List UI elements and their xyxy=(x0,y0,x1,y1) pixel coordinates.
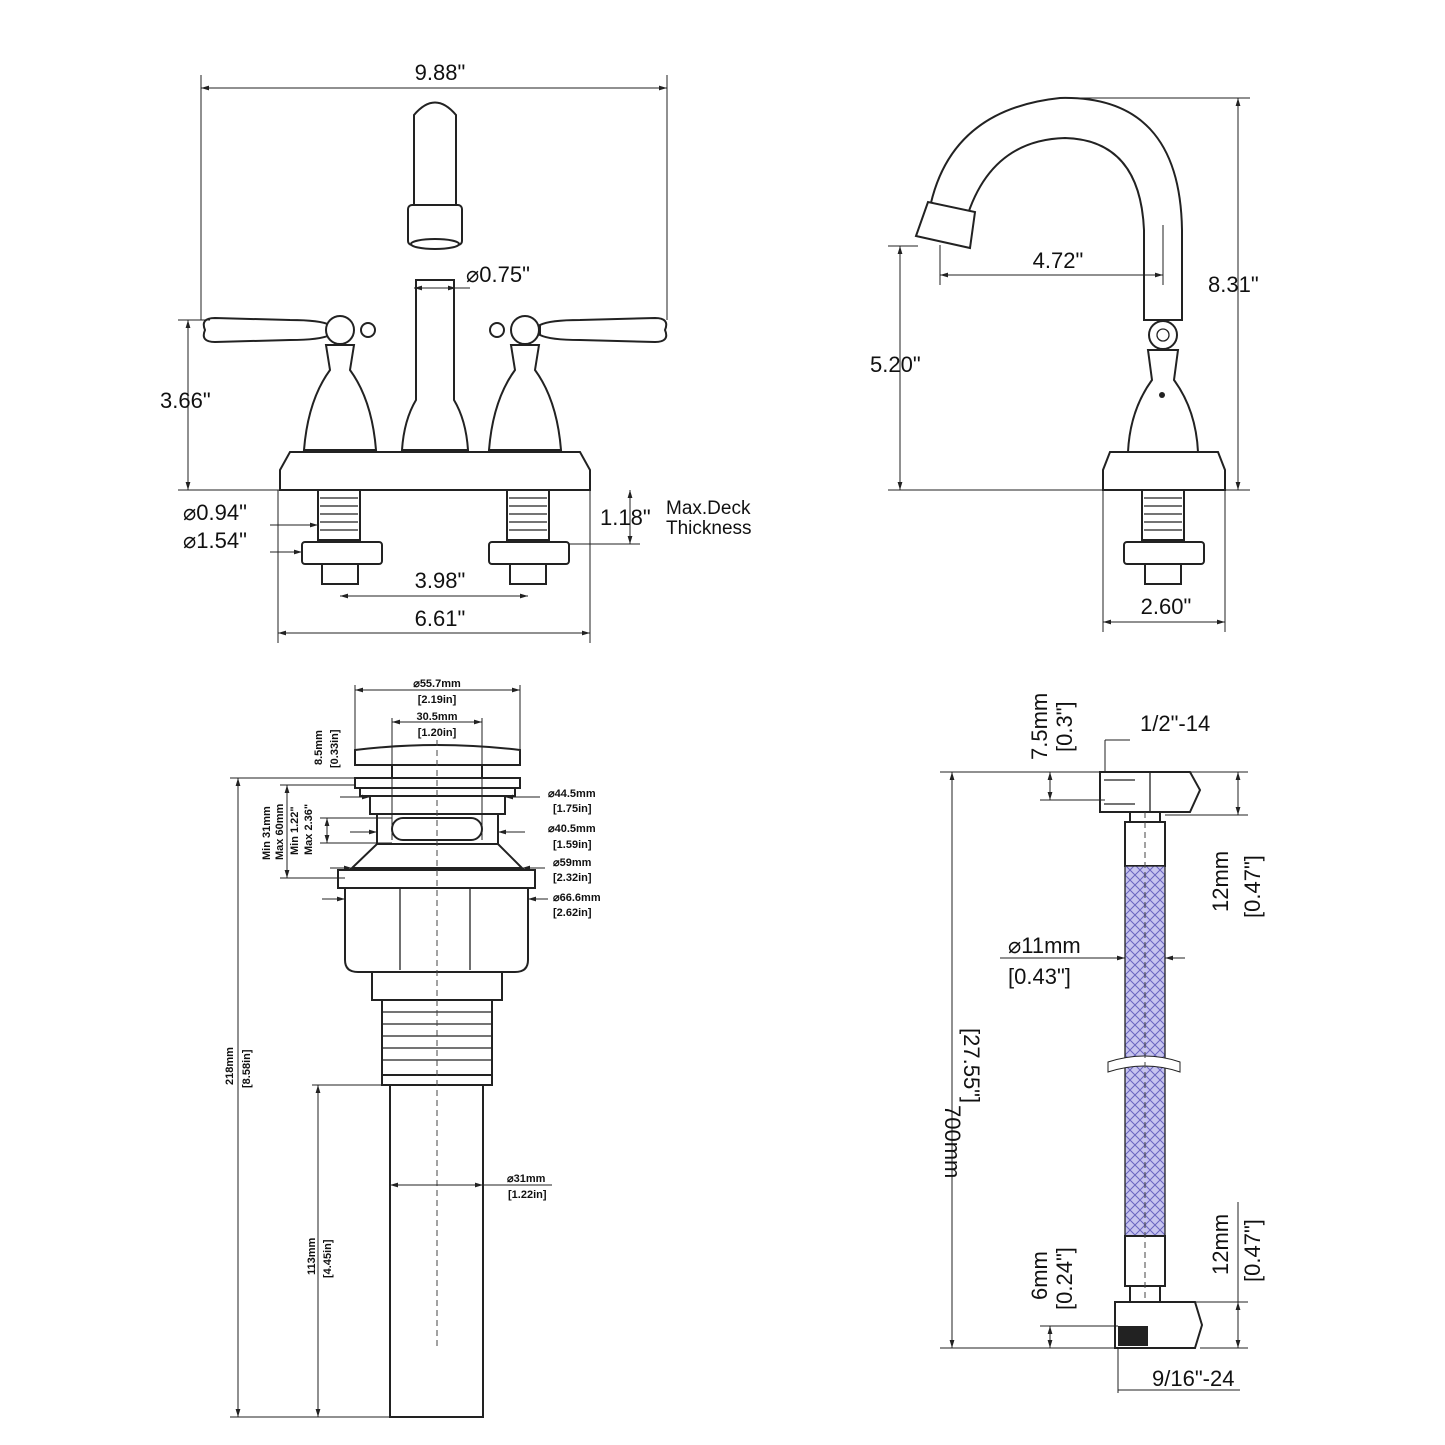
d1-in-label: [1.75in] xyxy=(553,803,592,815)
gooseneck-spout xyxy=(926,96,1183,321)
deck-thickness-label: 1.18" xyxy=(600,505,651,530)
d3-in-label: [2.32in] xyxy=(553,872,592,884)
spout-reach-label: 4.72" xyxy=(1033,248,1084,273)
d2-in-label: [1.59in] xyxy=(553,839,592,851)
deck-thickness-caption-2: Thickness xyxy=(666,518,752,539)
hose-length-label: 700mm xyxy=(940,1105,965,1178)
d1-label: ⌀44.5mm xyxy=(548,788,596,800)
braided-hose xyxy=(1124,865,1166,1237)
d4-in-label: [2.62in] xyxy=(553,907,592,919)
base-depth-label: 2.60" xyxy=(1141,594,1192,619)
top-ferrule-in-label: [0.47"] xyxy=(1240,855,1265,918)
hose-diameter-label: ⌀11mm xyxy=(1008,933,1081,958)
range-max-in: Max 2.36" xyxy=(303,804,315,855)
hose-length-in-label: [27.55"] xyxy=(959,1028,984,1103)
d2-label: ⌀40.5mm xyxy=(548,823,596,835)
bottom-nut-label: 6mm xyxy=(1027,1251,1052,1300)
range-min-mm: Min 31mm xyxy=(261,806,273,860)
right-handle xyxy=(487,315,668,451)
total-length-in-label: [8.58in] xyxy=(241,1049,253,1088)
overall-width-label: 9.88" xyxy=(415,60,466,85)
total-length-label: 218mm xyxy=(224,1047,236,1085)
center-spacing-label: 3.98" xyxy=(415,568,466,593)
tail-diameter-in-label: [1.22in] xyxy=(508,1189,547,1201)
top-thread-label: 1/2"-14 xyxy=(1140,711,1210,736)
side-aerator xyxy=(914,200,977,250)
left-handle xyxy=(202,315,378,451)
cap-diameter-in-label: [2.19in] xyxy=(418,694,457,706)
spout-clearance-label: 5.20" xyxy=(870,352,921,377)
handle-height-label: 3.66" xyxy=(160,388,211,413)
nut-diameter-label: ⌀1.54" xyxy=(183,528,247,553)
d3-label: ⌀59mm xyxy=(553,857,592,869)
inner-width-label: 30.5mm xyxy=(417,711,458,723)
pop-up-drain: ⌀55.7mm [2.19in] 30.5mm [1.20in] 8.5mm [… xyxy=(224,678,601,1418)
d4-label: ⌀66.6mm xyxy=(553,892,601,904)
inner-width-in-label: [1.20in] xyxy=(418,727,457,739)
bottom-ferrule-label: 12mm xyxy=(1208,1214,1233,1275)
tail-length-label: 113mm xyxy=(306,1237,318,1275)
cap-height-in-label: [0.33in] xyxy=(329,729,341,768)
bottom-thread-label: 9/16"-24 xyxy=(1152,1366,1234,1391)
shank-diameter-label: ⌀0.94" xyxy=(183,500,247,525)
cap-diameter-label: ⌀55.7mm xyxy=(413,678,461,690)
faucet-front-view: 9.88" ⌀0.75" 3.66" ⌀0.94" ⌀1.54" 1.18" M… xyxy=(160,60,752,643)
supply-hose: 1/2"-14 7.5mm [0.3"] 12mm [0.47"] ⌀11mm … xyxy=(940,693,1265,1393)
bottom-nut-in-label: [0.24"] xyxy=(1052,1247,1077,1310)
tail-length-in-label: [4.45in] xyxy=(322,1239,334,1278)
spout-diameter-label: ⌀0.75" xyxy=(466,262,530,287)
faucet-side-view: 4.72" 8.31" 5.20" 2.60" xyxy=(870,96,1259,632)
tail-diameter-label: ⌀31mm xyxy=(507,1173,546,1185)
cap-height-label: 8.5mm xyxy=(313,730,325,765)
top-ferrule-label: 12mm xyxy=(1208,851,1233,912)
hose-diameter-in-label: [0.43"] xyxy=(1008,964,1071,989)
range-min-in: Min 1.22" xyxy=(289,806,301,855)
top-nut-label: 7.5mm xyxy=(1027,693,1052,760)
bottom-ferrule-in-label: [0.47"] xyxy=(1240,1219,1265,1282)
total-height-label: 8.31" xyxy=(1208,272,1259,297)
deck-base xyxy=(279,451,591,491)
top-nut-in-label: [0.3"] xyxy=(1052,701,1077,752)
range-max-mm: Max 60mm xyxy=(274,804,286,860)
deck-thickness-caption: Max.Deck xyxy=(666,498,751,519)
base-width-label: 6.61" xyxy=(415,606,466,631)
